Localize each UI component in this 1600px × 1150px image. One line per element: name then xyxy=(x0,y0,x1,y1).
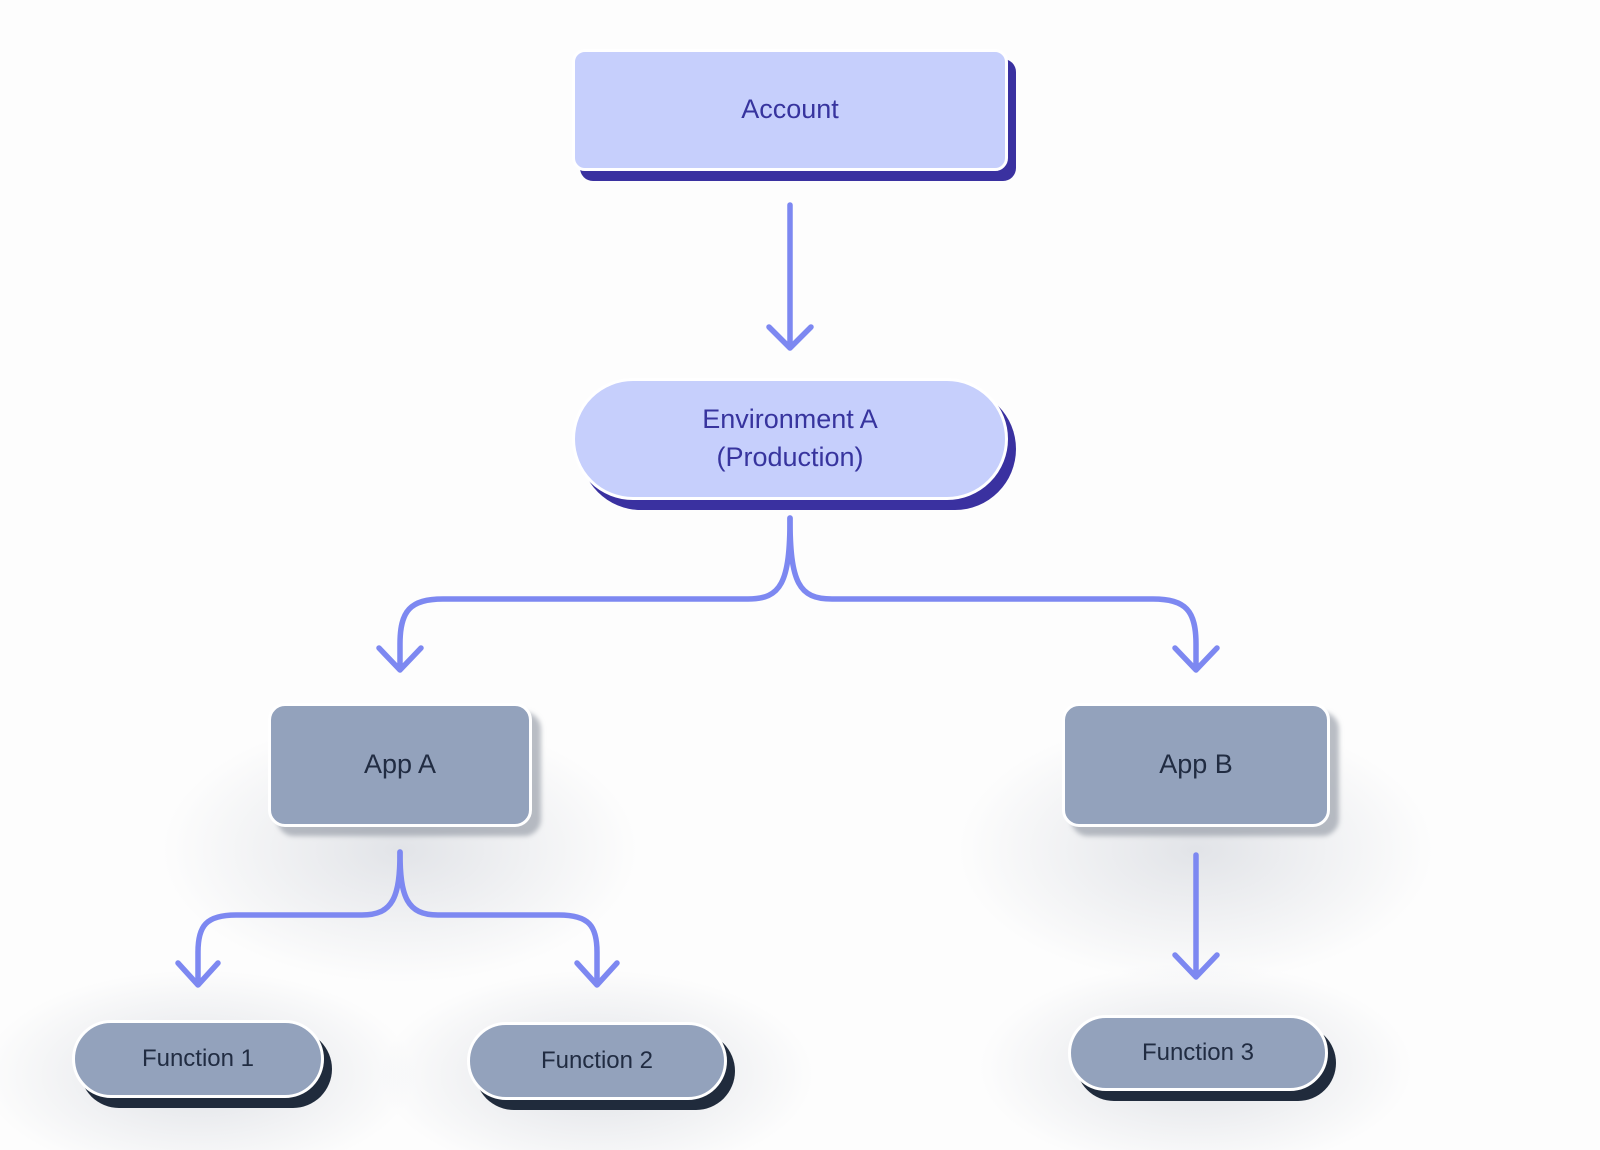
node-function-3-label: Function 3 xyxy=(1141,1039,1255,1067)
node-function-2: Function 2 xyxy=(467,1022,727,1100)
edge-app-a-function-2-arrow xyxy=(397,849,620,988)
node-environment-a: Environment A (Production) xyxy=(572,378,1008,500)
node-account: Account xyxy=(572,49,1008,171)
node-environment-a-sublabel: (Production) xyxy=(716,442,864,472)
edge-environment-app-b-arrow xyxy=(787,515,1220,673)
node-account-label: Account xyxy=(741,94,839,125)
node-app-b-label: App B xyxy=(1159,749,1233,780)
node-environment-a-label: Environment A xyxy=(702,404,878,435)
node-function-2-label: Function 2 xyxy=(540,1047,654,1075)
node-app-a: App A xyxy=(268,703,532,827)
node-function-1-label: Function 1 xyxy=(141,1045,255,1073)
edge-environment-app-a-arrow xyxy=(376,515,793,673)
node-app-b: App B xyxy=(1062,703,1330,827)
edge-app-b-function-3-arrow xyxy=(1172,852,1220,980)
edge-app-a-function-1-arrow xyxy=(175,849,403,988)
edge-account-environment-arrow xyxy=(766,202,814,351)
node-function-1: Function 1 xyxy=(72,1020,324,1098)
node-app-a-label: App A xyxy=(363,749,437,780)
node-function-3: Function 3 xyxy=(1068,1015,1328,1091)
